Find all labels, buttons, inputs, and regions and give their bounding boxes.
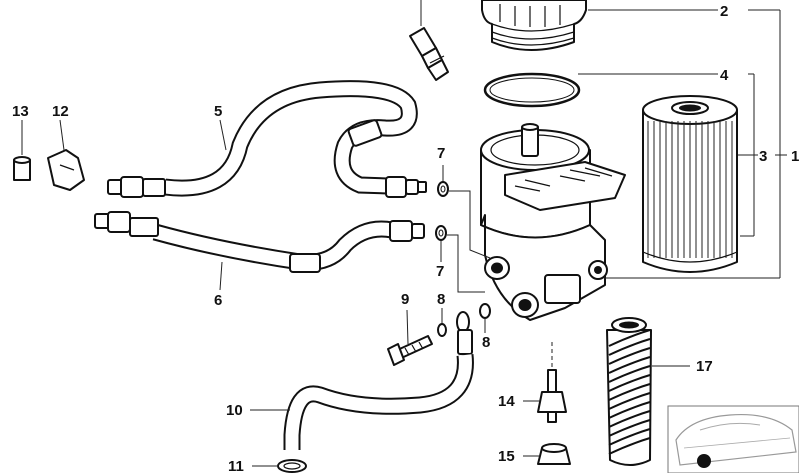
part-label-7-lower: 7 [436,263,444,280]
part-label-8-left: 8 [437,291,445,308]
part-label-14: 14 [498,393,515,410]
sealing-ring-8a [437,323,447,337]
part-label-5: 5 [214,103,222,120]
part-label-17: 17 [696,358,713,375]
oil-hose-upper [107,80,427,198]
leader-lines [21,9,787,467]
hollow-bolt [387,335,433,366]
part-label-6: 6 [214,292,222,309]
oil-hose-lower [94,211,425,273]
sealing-ring-upper [437,181,449,197]
stud-bolt [537,369,567,423]
part-number-labels: 1 2 3 4 5 6 7 7 8 8 9 10 11 12 13 14 15 … [12,3,799,473]
part-label-3: 3 [759,148,767,165]
banjo-fitting [456,311,473,355]
filter-housing [480,123,626,321]
part-label-12: 12 [52,103,69,120]
vehicle-location-thumbnail [667,405,799,473]
part-label-8-right: 8 [482,334,490,351]
oil-drain-pipe [606,317,652,466]
sealing-ring-lower [435,225,447,241]
sealing-ring-8b [479,303,491,319]
o-ring [483,72,581,108]
part-label-10: 10 [226,402,243,419]
grommet [13,156,31,181]
part-label-2: 2 [720,3,728,20]
part-label-13: 13 [12,103,29,120]
rubber-buffer [537,443,571,465]
filter-cap [481,0,587,51]
vent-hose [283,354,474,450]
part-label-11: 11 [228,458,244,473]
part-label-1: 1 [791,148,799,165]
pressure-switch [409,0,449,81]
part-label-7-upper: 7 [437,145,445,162]
part-label-4: 4 [720,67,729,84]
oil-filter-element [642,95,738,273]
hose-clamp [277,459,307,473]
part-label-9: 9 [401,291,409,308]
part-label-15: 15 [498,448,515,465]
hose-bracket [47,149,85,191]
